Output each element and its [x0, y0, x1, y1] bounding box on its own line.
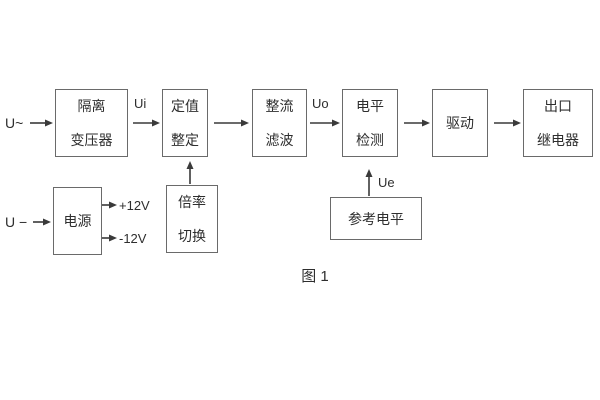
- arrow-uo: [310, 119, 340, 127]
- block-ratio-switch: 倍率 切换: [166, 185, 218, 253]
- block-label-line: 切换: [178, 228, 206, 244]
- block-power-supply: 电源: [53, 187, 102, 255]
- block-label-line: 电平: [356, 98, 384, 114]
- arrow-rail-pos: [102, 201, 117, 209]
- block-label-line: 参考电平: [348, 210, 404, 227]
- arrow-ue-up: [365, 169, 373, 196]
- block-label-line: 隔离: [77, 98, 106, 114]
- block-label-line: 变压器: [70, 132, 113, 148]
- block-isolation-transformer: 隔离 变压器: [55, 89, 128, 157]
- block-reference-level: 参考电平: [330, 197, 422, 240]
- block-level-detect: 电平 检测: [342, 89, 398, 157]
- block-label-line: 定值: [171, 98, 199, 114]
- block-output-relay: 出口 继电器: [523, 89, 593, 157]
- figure-caption: 图 1: [301, 268, 329, 285]
- arrow-drive-to-relay: [494, 119, 521, 127]
- signal-ue-label: Ue: [378, 175, 395, 190]
- arrow-dc-input: [33, 218, 51, 226]
- signal-ui-label: Ui: [134, 96, 147, 111]
- dc-input-label: U −: [5, 214, 28, 230]
- block-label-line: 整定: [171, 132, 199, 148]
- block-label-line: 电源: [63, 213, 92, 229]
- block-rectify-filter: 整流 滤波: [252, 89, 307, 157]
- arrow-ui: [133, 119, 160, 127]
- block-drive: 驱动: [432, 89, 488, 157]
- rail-pos-label: +12V: [119, 198, 150, 213]
- arrow-rail-neg: [102, 234, 117, 242]
- arrow-ratio-up: [186, 161, 194, 184]
- arrow-detect-to-drive: [404, 119, 430, 127]
- block-label-line: 倍率: [178, 194, 206, 210]
- block-label-line: 驱动: [446, 115, 474, 131]
- block-label-line: 滤波: [265, 132, 294, 148]
- signal-uo-label: Uo: [312, 96, 329, 111]
- arrow-ac-input: [30, 119, 53, 127]
- block-setting-adjust: 定值 整定: [162, 89, 208, 157]
- rail-neg-label: -12V: [119, 231, 147, 246]
- block-label-line: 继电器: [537, 132, 579, 148]
- block-label-line: 出口: [544, 98, 572, 114]
- ac-input-label: U~: [5, 115, 24, 131]
- block-label-line: 整流: [265, 98, 294, 114]
- block-label-line: 检测: [356, 132, 384, 148]
- arrow-setting-to-rectify: [214, 119, 249, 127]
